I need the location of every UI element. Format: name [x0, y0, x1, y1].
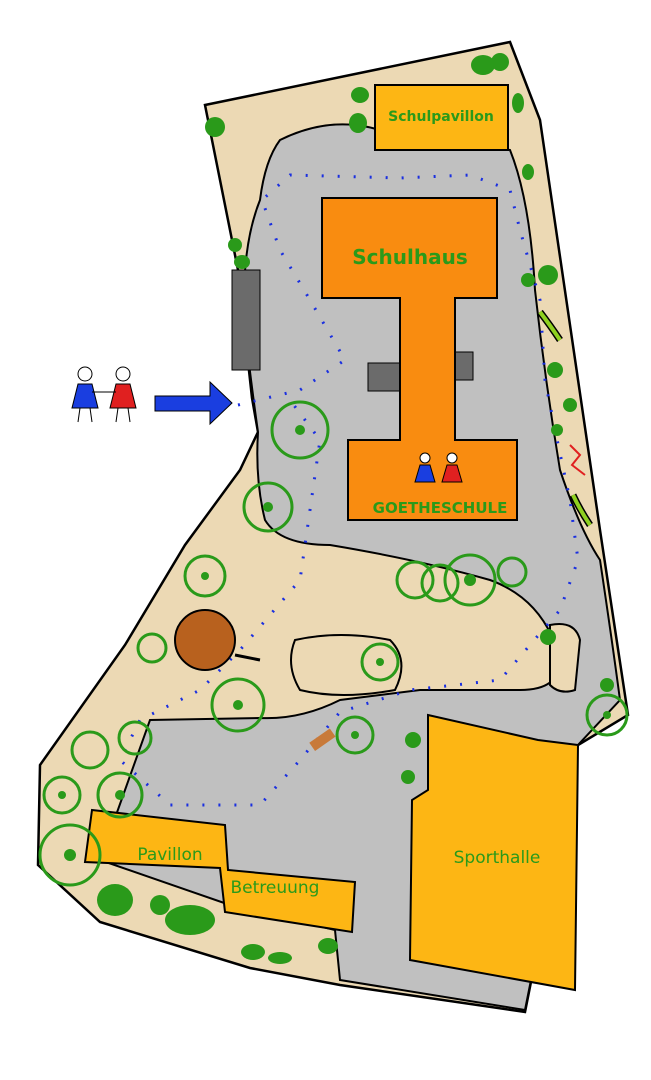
- label-schulhaus: Schulhaus: [352, 245, 467, 269]
- parking: [231, 269, 261, 371]
- tree-trunks: [58, 425, 611, 861]
- children-icon: [71, 366, 137, 423]
- tree-outlines: [38, 400, 629, 887]
- entrance-arrow: [154, 380, 233, 426]
- stairs-left: [367, 362, 401, 392]
- label-pavillon: Pavillon: [137, 845, 202, 865]
- bench-area: [549, 623, 582, 693]
- school-children-icon: [414, 452, 463, 483]
- slide: [234, 653, 261, 662]
- schulpavillon-building: [374, 84, 509, 151]
- label-goetheschule: GOETHESCHULE: [373, 499, 508, 517]
- schulhaus-building: [321, 197, 518, 521]
- trees: [97, 53, 614, 964]
- label-betreuung: Betreuung: [231, 878, 320, 898]
- playground-tower: [174, 609, 236, 671]
- ladder: [309, 728, 336, 751]
- label-sporthalle: Sporthalle: [454, 848, 541, 868]
- label-schulpavillon: Schulpavillon: [388, 109, 494, 125]
- sporthalle-building: [408, 713, 580, 992]
- climbing-wall: [569, 444, 586, 476]
- pavillon-building: [83, 808, 357, 934]
